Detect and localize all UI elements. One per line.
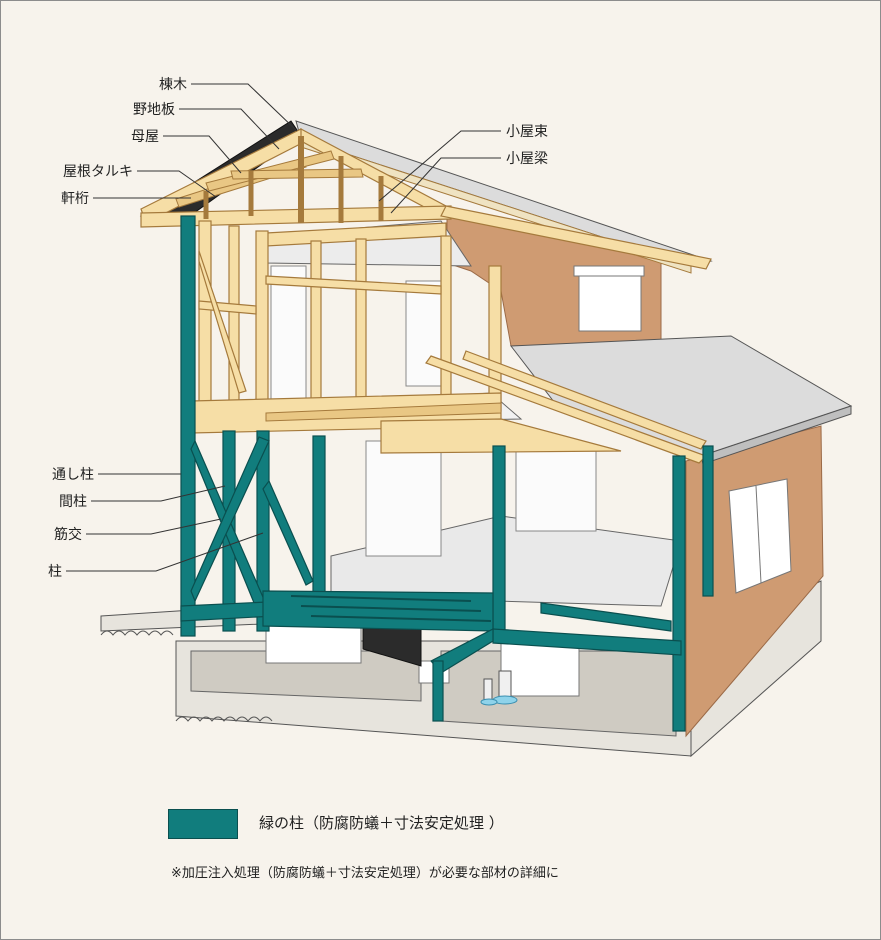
label-munagi: 棟木 [159, 77, 187, 93]
label-koyabari: 小屋梁 [506, 151, 548, 167]
label-hashira: 柱 [48, 564, 62, 580]
label-toshibashira: 通し柱 [52, 467, 94, 483]
legend-swatch-green [168, 809, 238, 839]
label-nokigeta: 軒桁 [61, 191, 89, 207]
exterior-wall-siding [446, 205, 824, 738]
label-yane-taruki: 屋根タルキ [63, 164, 133, 180]
treated-green-posts [180, 215, 714, 732]
lower-roof [510, 335, 853, 465]
label-koyazuka: 小屋束 [506, 124, 548, 140]
label-nojiita: 野地板 [133, 102, 175, 118]
upper-wall-framing [190, 220, 708, 464]
legend-text: 緑の柱（防腐防蟻＋寸法安定処理 ） [259, 814, 504, 832]
label-sujikai: 筋交 [54, 526, 82, 543]
leader-lines [66, 83, 501, 572]
roof-framing [140, 128, 712, 270]
footnote: ※加圧注入処理（防腐防蟻＋寸法安定処理）が必要な部材の詳細に [171, 866, 559, 881]
part-labels: 棟木 野地板 母屋 屋根タルキ 軒桁 小屋束 小屋梁 通し柱 間柱 筋交 柱 [48, 77, 548, 580]
label-mabashira: 間柱 [59, 494, 87, 510]
label-moya: 母屋 [131, 129, 159, 145]
